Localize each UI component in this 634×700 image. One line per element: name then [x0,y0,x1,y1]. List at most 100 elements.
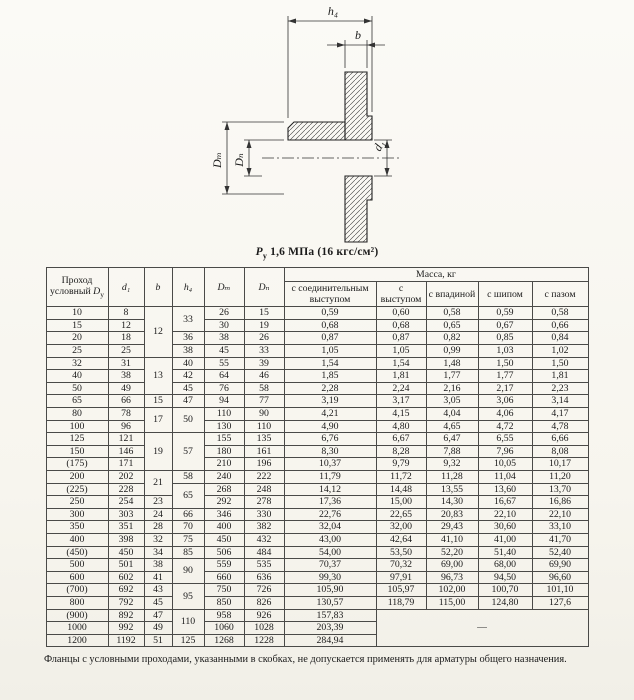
table-cell: 1,05 [375,344,427,358]
table-cell: 121 [107,432,145,446]
table-cell: 57 [171,432,205,472]
table-cell: 99,30 [283,570,377,585]
pressure-symbol: P [255,246,263,258]
table-cell: 38 [203,331,245,346]
table-cell: 33,10 [531,520,589,534]
col-header-mass-joint-ledge: с соединительным выступом [283,281,377,308]
table-cell: 58 [243,381,285,396]
col-header-b: b [143,267,173,308]
table-cell: 196 [243,457,285,471]
table-cell: 69,90 [531,558,589,572]
table-cell: 2,24 [375,381,427,396]
table-cell: 14,48 [375,482,427,497]
table-cell: 2,17 [477,381,533,396]
table-cell: 70,37 [283,558,377,572]
table-cell: 8,08 [531,444,589,459]
table-cell: 26 [203,306,245,320]
table-cell: 0,67 [477,318,533,333]
table-cell: 11,72 [375,470,427,484]
table-cell: 4,90 [283,419,377,434]
table-cell: 400 [45,533,109,547]
table-cell: 303 [107,507,145,522]
table-cell: 210 [203,457,245,471]
col-header-dm: Dₘ [203,267,245,308]
table-cell: 726 [243,583,285,597]
table-cell: 7,96 [477,444,533,459]
table-cell: 535 [243,558,285,572]
table-cell: 222 [243,470,285,484]
table-cell: 32,00 [375,520,427,534]
table-cell: 1060 [203,621,245,635]
table-cell: 826 [243,595,285,610]
table-cell: 12 [107,318,145,333]
table-cell: 0,99 [425,344,479,358]
table-cell: 268 [203,482,245,497]
table-cell: 4,17 [531,407,589,421]
table-cell: 43 [143,583,173,597]
table-cell: 76 [203,381,245,396]
table-cell: (175) [45,457,109,471]
table-cell: 636 [243,570,285,585]
table-cell: 19 [243,318,285,333]
table-cell: 94,50 [477,570,533,585]
table-cell: 42,64 [375,533,427,547]
table-cell: 10,17 [531,457,589,471]
col-header-mass-tenon: с шипом [477,281,533,308]
table-cell: 66 [107,394,145,409]
table-cell: 500 [45,558,109,572]
table-cell: 3,19 [283,394,377,409]
table-cell: 42 [171,369,205,383]
table-cell: 16,67 [477,495,533,509]
table-cell: 28 [143,520,173,534]
table-cell: 68,00 [477,558,533,572]
table-cell: 6,55 [477,432,533,446]
table-cell: 4,21 [283,407,377,421]
table-cell: 8 [107,306,145,320]
table-cell: 1,05 [283,344,377,358]
col-header-mass-recess: с впадиной [425,281,479,308]
table-cell: 1,77 [477,369,533,383]
table-cell: 96,73 [425,570,479,585]
table-cell: 12 [143,306,173,358]
table-cell: 1,03 [477,344,533,358]
table-cell: 105,97 [375,583,427,597]
table-cell: 16,86 [531,495,589,509]
table-cell: 52,20 [425,545,479,560]
table-cell: 0,82 [425,331,479,346]
table-cell: 11,79 [283,470,377,484]
hub-section [287,121,346,141]
table-cell: 14,12 [283,482,377,497]
table-cell: 45 [171,381,205,396]
col-header-mass-ledge: с выступом [375,281,427,308]
table-cell: 1,81 [375,369,427,383]
dn-dim-label: Dₙ [232,153,246,168]
table-cell: 155 [203,432,245,446]
table-cell: 21 [143,470,173,497]
table-cell: 2,23 [531,381,589,396]
table-cell: 97,91 [375,570,427,585]
table-cell: 157,83 [283,608,377,623]
table-cell: 125 [45,432,109,446]
table-cell: 892 [107,608,145,623]
table-cell: 6,66 [531,432,589,446]
dim-dm [222,121,284,195]
table-cell: 284,94 [283,633,377,648]
table-cell: 0,66 [531,318,589,333]
table-cell: 432 [243,533,285,547]
table-cell: 484 [243,545,285,560]
table-cell: 13,60 [477,482,533,497]
table-cell: 23 [143,495,173,509]
table-cell: 13 [143,356,173,396]
table-cell: 22,10 [477,507,533,522]
table-cell: 1,48 [425,356,479,371]
table-cell: 4,72 [477,419,533,434]
table-cell: 602 [107,570,145,585]
table-cell: 398 [107,533,145,547]
table-cell: 146 [107,444,145,459]
table-cell: 1028 [243,621,285,635]
table-cell: 22,10 [531,507,589,522]
